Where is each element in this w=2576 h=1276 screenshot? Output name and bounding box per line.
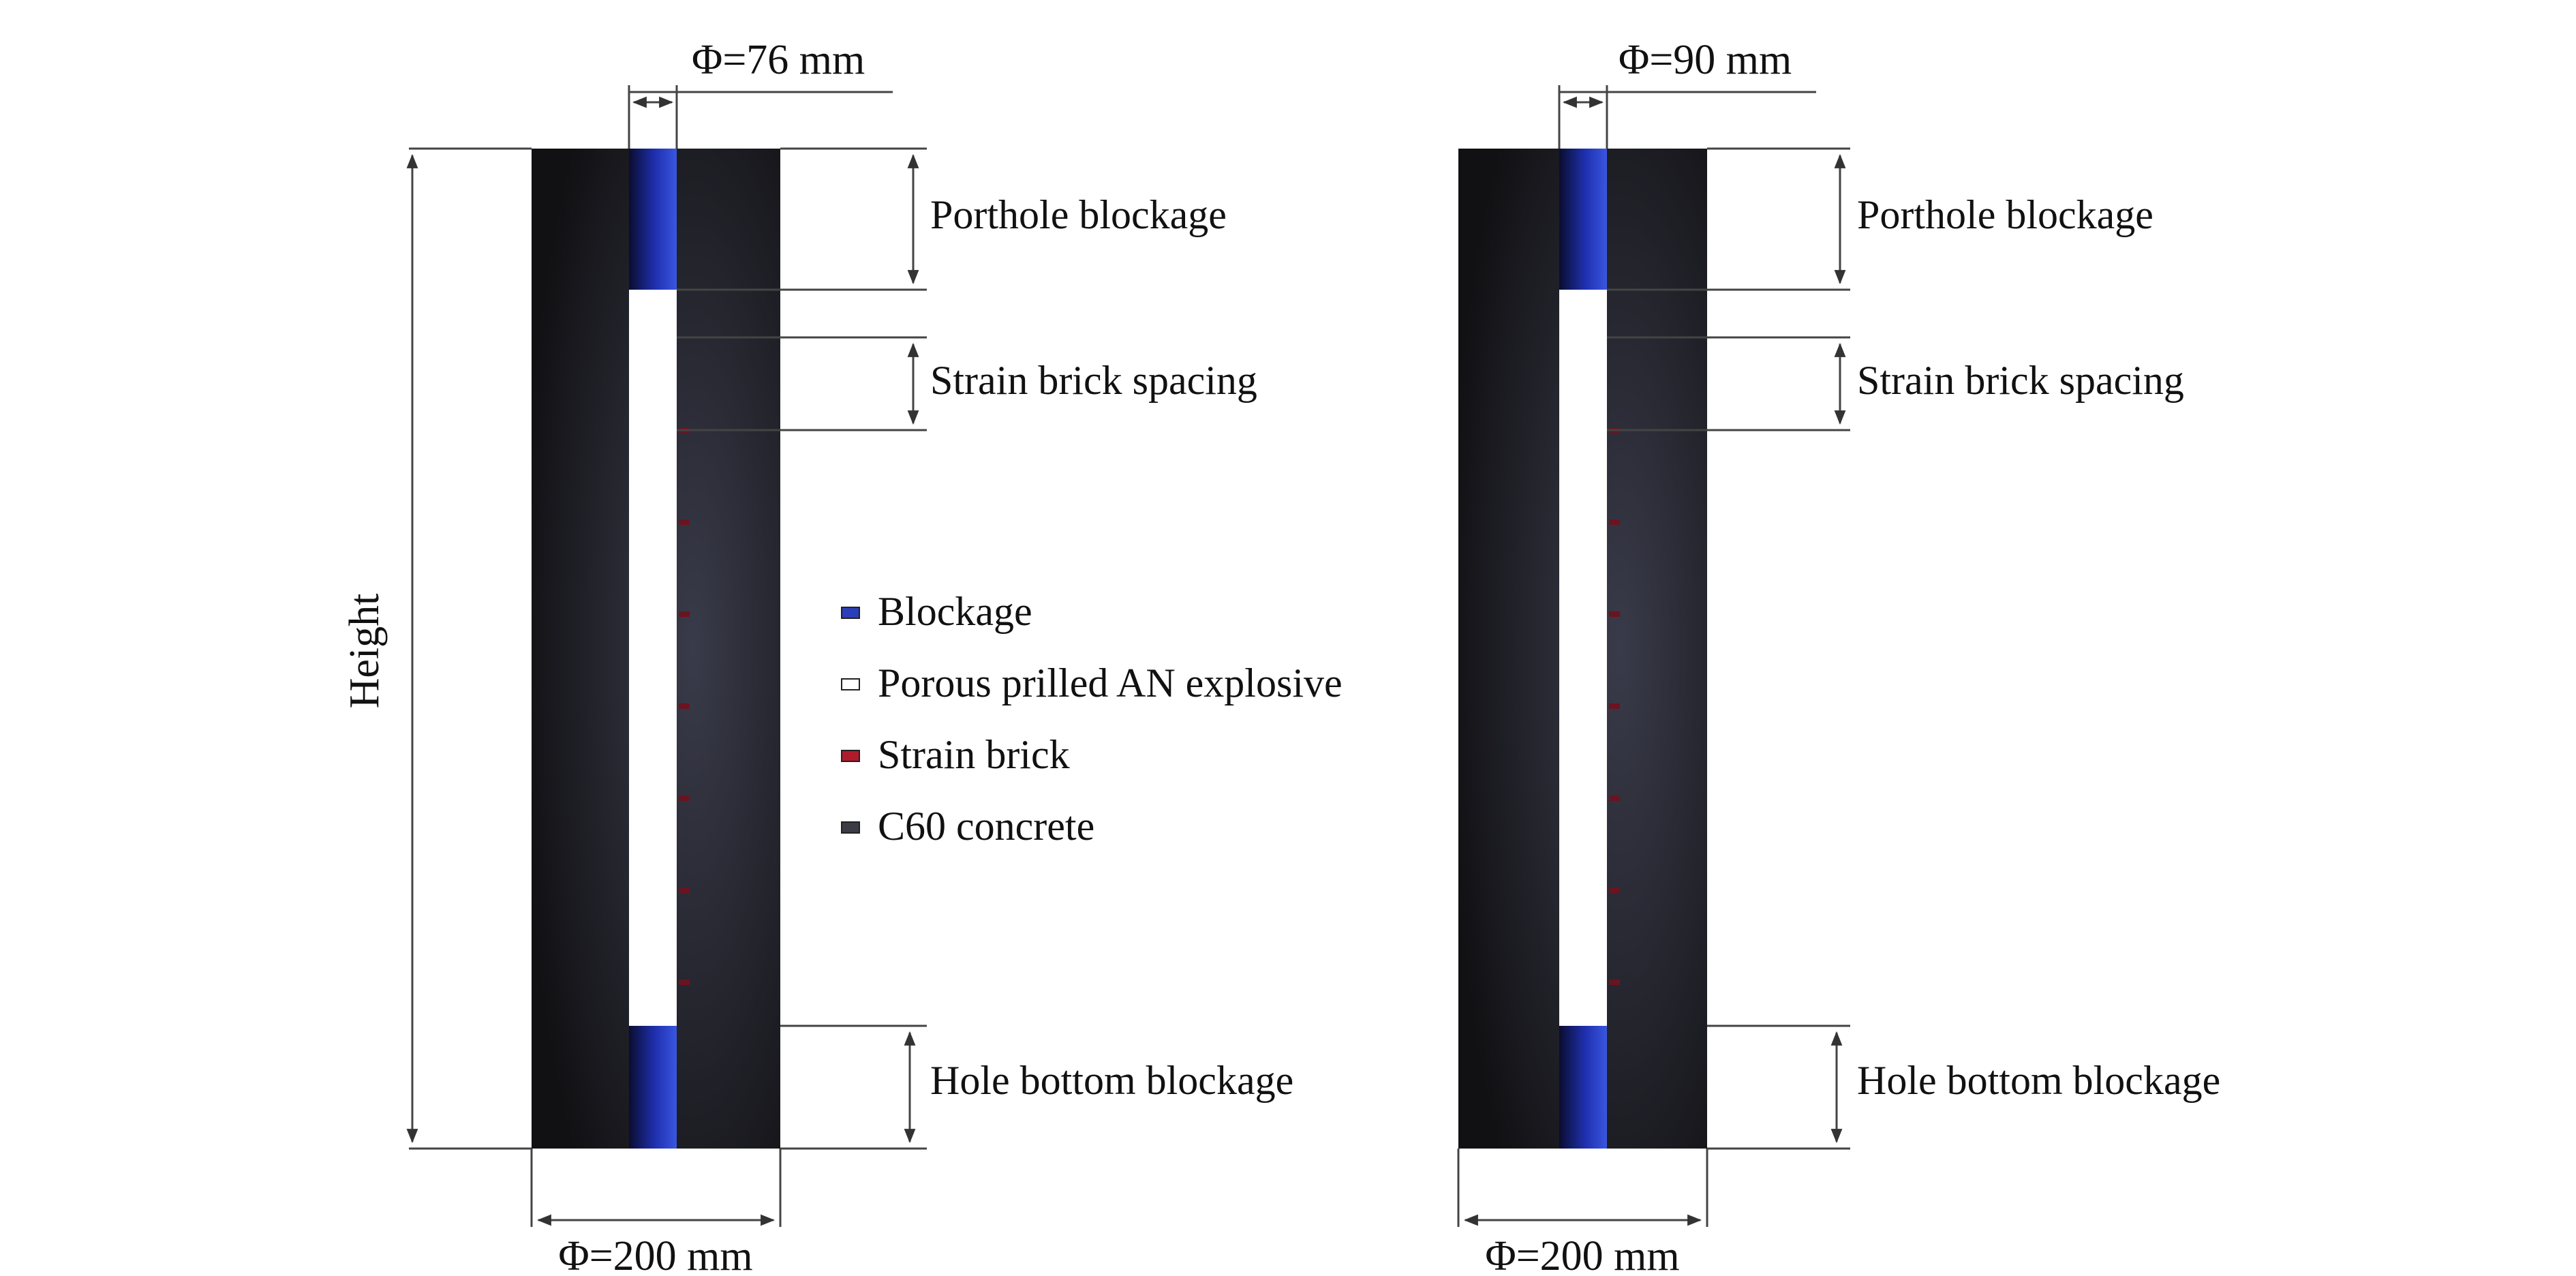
legend-item: Blockage bbox=[841, 589, 1032, 634]
strain-brick bbox=[679, 979, 690, 985]
strain-brick bbox=[679, 795, 690, 801]
legend-item: C60 concrete bbox=[841, 804, 1094, 849]
strain-brick bbox=[679, 887, 690, 893]
right-outer-diameter-label: Φ=200 mm bbox=[1485, 1233, 1679, 1276]
strain-brick bbox=[679, 611, 690, 617]
legend-item: Porous prilled AN explosive bbox=[841, 660, 1343, 705]
left-spacing-dimension bbox=[677, 336, 927, 431]
strain-brick bbox=[1609, 887, 1620, 893]
strain-brick bbox=[1609, 979, 1620, 985]
right-spacing-label: Strain brick spacing bbox=[1857, 358, 2184, 403]
right-outer-diameter-dimension bbox=[1457, 1149, 1708, 1227]
strain-brick bbox=[679, 703, 690, 709]
height-label: Height bbox=[341, 594, 388, 709]
left-porthole-label: Porthole blockage bbox=[930, 192, 1227, 237]
right-model: Φ=90 mm Porthole blockage Strain brick s… bbox=[1457, 37, 2220, 1276]
legend-label: Blockage bbox=[878, 589, 1032, 634]
legend-swatch bbox=[841, 678, 860, 690]
right-hole-diameter-label: Φ=90 mm bbox=[1619, 37, 1792, 83]
left-model: Φ=76 mm Height Porthole blockage Strain … bbox=[341, 37, 1293, 1276]
right-bottom-blockage bbox=[1559, 1026, 1607, 1149]
left-hole-diameter-label: Φ=76 mm bbox=[692, 37, 865, 83]
strain-brick bbox=[679, 519, 690, 525]
left-hole-diameter-dimension bbox=[628, 85, 893, 149]
legend-label: Porous prilled AN explosive bbox=[878, 660, 1343, 705]
legend-swatch bbox=[841, 750, 860, 762]
left-outer-diameter-label: Φ=200 mm bbox=[558, 1233, 752, 1276]
right-porthole-label: Porthole blockage bbox=[1857, 192, 2153, 237]
left-porthole-blockage bbox=[629, 149, 677, 290]
strain-brick bbox=[1609, 519, 1620, 525]
strain-brick bbox=[1609, 611, 1620, 617]
right-spacing-dimension bbox=[1607, 336, 1850, 431]
left-explosive-column bbox=[629, 290, 677, 1026]
left-porthole-dimension bbox=[677, 147, 927, 291]
right-porthole-dimension bbox=[1607, 147, 1850, 291]
legend-item: Strain brick bbox=[841, 732, 1070, 777]
legend-swatch bbox=[841, 607, 860, 619]
strain-brick bbox=[1609, 703, 1620, 709]
right-hole-diameter-dimension bbox=[1558, 85, 1816, 149]
right-bottom-label: Hole bottom blockage bbox=[1857, 1058, 2220, 1103]
right-bottom-dimension bbox=[1707, 1024, 1850, 1150]
left-bottom-label: Hole bottom blockage bbox=[930, 1058, 1293, 1103]
legend-label: C60 concrete bbox=[878, 804, 1094, 849]
left-outer-diameter-dimension bbox=[530, 1149, 782, 1227]
left-bottom-dimension bbox=[780, 1024, 927, 1150]
strain-brick bbox=[1609, 795, 1620, 801]
right-explosive-column bbox=[1559, 290, 1607, 1026]
left-bottom-blockage bbox=[629, 1026, 677, 1149]
left-height-dimension bbox=[406, 147, 532, 1150]
right-porthole-blockage bbox=[1559, 149, 1607, 290]
left-spacing-label: Strain brick spacing bbox=[930, 358, 1257, 403]
legend-label: Strain brick bbox=[878, 732, 1070, 777]
legend-swatch bbox=[841, 821, 860, 834]
